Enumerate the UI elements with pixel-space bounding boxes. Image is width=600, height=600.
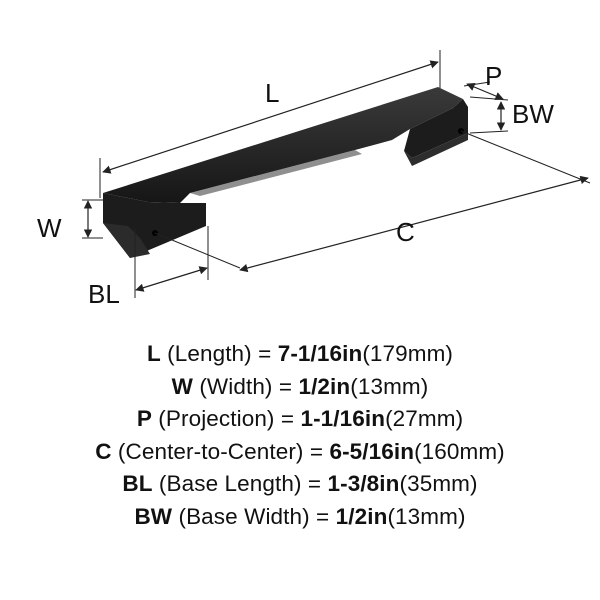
spec-description: (Base Length) = bbox=[152, 471, 328, 497]
spec-metric-value: (35mm) bbox=[399, 471, 478, 497]
center-label: C bbox=[396, 217, 415, 247]
length-dimension-line bbox=[102, 60, 439, 174]
base-width-label: BW bbox=[512, 99, 554, 129]
spec-imperial-value: 1/2in bbox=[335, 503, 388, 529]
cabinet-pull-dimension-diagram: L P BW W C BL bbox=[37, 50, 591, 309]
spec-metric-value: (27mm) bbox=[385, 406, 464, 432]
extension-lines bbox=[82, 50, 591, 298]
spec-description: (Base Width) = bbox=[172, 503, 336, 529]
spec-row-projection: P (Projection) = 1-1/16in(27mm) bbox=[0, 403, 600, 436]
spec-imperial-value: 1/2in bbox=[298, 373, 351, 399]
spec-code: BW bbox=[134, 503, 173, 529]
spec-metric-value: (13mm) bbox=[350, 373, 429, 399]
spec-code: BL bbox=[122, 471, 153, 497]
spec-row-base-length: BL (Base Length) = 1-3/8in(35mm) bbox=[0, 468, 600, 501]
left-post-face bbox=[103, 223, 150, 258]
spec-code: P bbox=[136, 406, 152, 432]
spec-metric-value: (13mm) bbox=[387, 503, 466, 529]
spec-row-width: W (Width) = 1/2in(13mm) bbox=[0, 371, 600, 404]
spec-description: (Width) = bbox=[192, 373, 299, 399]
base-length-dimension-line bbox=[135, 266, 208, 292]
dimension-lines bbox=[83, 60, 589, 292]
spec-row-length: L (Length) = 7-1/16in(179mm) bbox=[0, 338, 600, 371]
projection-dimension-line bbox=[466, 83, 504, 100]
projection-label: P bbox=[485, 61, 502, 91]
spec-code: L bbox=[146, 341, 161, 366]
spec-imperial-value: 7-1/16in bbox=[277, 341, 363, 366]
spec-code: C bbox=[95, 438, 112, 464]
length-label: L bbox=[265, 78, 279, 108]
spec-metric-value: (179mm) bbox=[362, 341, 454, 366]
spec-metric-value: (160mm) bbox=[414, 438, 505, 464]
spec-code: W bbox=[171, 373, 193, 399]
spec-imperial-value: 6-5/16in bbox=[329, 438, 415, 464]
center-dimension-line bbox=[239, 175, 589, 273]
spec-imperial-value: 1-1/16in bbox=[300, 406, 386, 432]
dimension-spec-list: L (Length) = 7-1/16in(179mm) W (Width) =… bbox=[0, 338, 600, 534]
spec-description: (Length) = bbox=[160, 341, 278, 366]
spec-description: (Projection) = bbox=[151, 406, 301, 432]
spec-row-center-to-center: C (Center-to-Center) = 6-5/16in(160mm) bbox=[0, 436, 600, 469]
spec-row-base-width: BW (Base Width) = 1/2in(13mm) bbox=[0, 501, 600, 534]
spec-imperial-value: 1-3/8in bbox=[327, 471, 400, 497]
spec-description: (Center-to-Center) = bbox=[111, 438, 330, 464]
base-length-label: BL bbox=[88, 279, 120, 309]
width-label: W bbox=[37, 213, 62, 243]
